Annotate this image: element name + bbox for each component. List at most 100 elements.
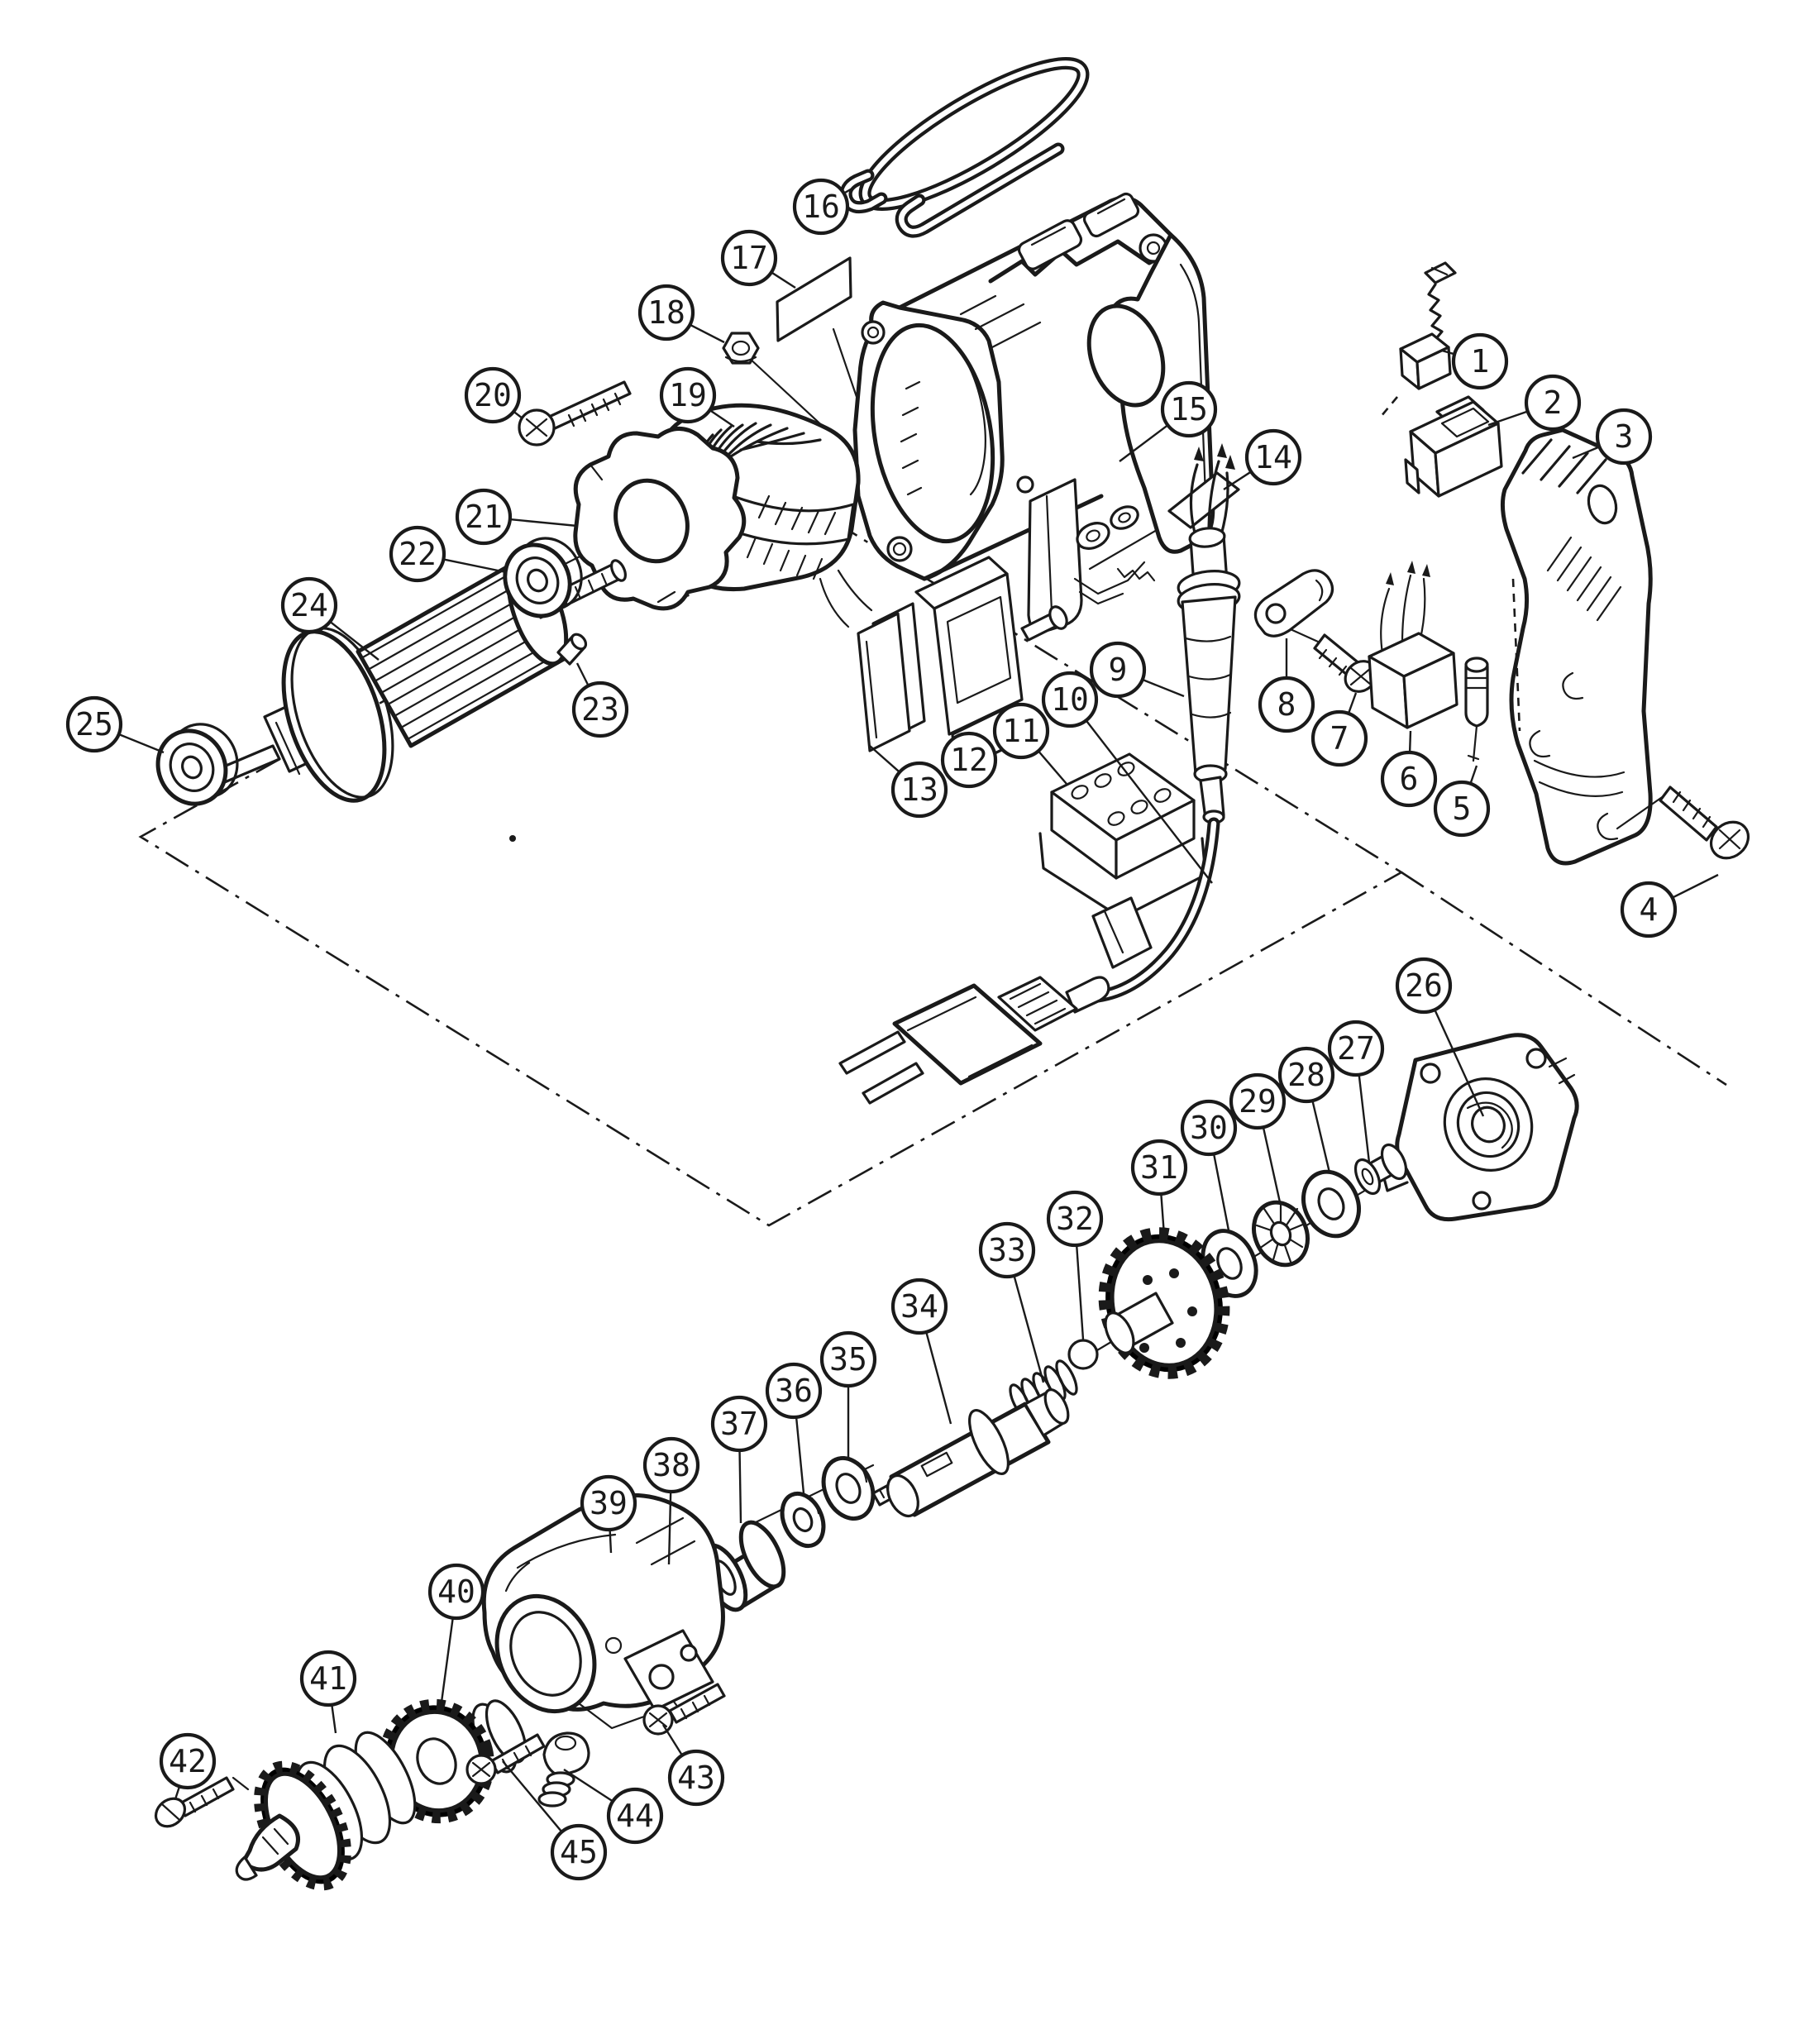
leader-line-45 <box>502 1760 563 1833</box>
callout-balloon-39 <box>580 1474 637 1532</box>
part-spring-washer <box>1252 1200 1310 1268</box>
part-flat-washer-36 <box>780 1491 826 1549</box>
callout-number-40: 40 <box>437 1574 475 1610</box>
callout-21: 21 <box>455 488 578 546</box>
leader-line-39 <box>609 1529 613 1554</box>
callout-number-15: 15 <box>1170 391 1208 427</box>
callout-42: 42 <box>159 1732 217 1800</box>
callout-number-33: 33 <box>988 1232 1026 1268</box>
callout-balloon-25 <box>65 695 123 753</box>
leader-line-20 <box>513 410 523 419</box>
part-spacer-bush <box>700 1520 786 1612</box>
callout-balloon-42 <box>159 1732 217 1790</box>
callout-number-2: 2 <box>1544 384 1563 421</box>
callout-31: 31 <box>1130 1139 1188 1236</box>
part-noise-suppressor <box>1368 561 1458 729</box>
callout-25: 25 <box>65 695 165 754</box>
callout-14: 14 <box>1223 428 1302 491</box>
callout-number-10: 10 <box>1051 681 1089 718</box>
callout-44: 44 <box>563 1768 664 1845</box>
callout-number-5: 5 <box>1453 790 1472 827</box>
leader-line-37 <box>738 1449 742 1524</box>
callout-36: 36 <box>765 1362 823 1494</box>
callout-11: 11 <box>992 702 1067 785</box>
leader-line-2 <box>1487 410 1529 427</box>
callout-number-18: 18 <box>647 294 685 331</box>
callout-balloon-20 <box>464 366 522 424</box>
callout-number-39: 39 <box>590 1485 628 1521</box>
leader-line-4 <box>1672 873 1719 899</box>
callout-balloon-29 <box>1229 1072 1287 1130</box>
callout-balloon-4 <box>1620 881 1678 938</box>
callout-15: 15 <box>1119 380 1218 462</box>
callout-number-1: 1 <box>1471 343 1490 380</box>
part-oil-cap <box>537 1731 590 1808</box>
callout-balloon-21 <box>455 488 513 546</box>
leader-line-27 <box>1358 1074 1371 1163</box>
callout-23: 23 <box>571 662 629 738</box>
leader-line-22 <box>443 558 507 574</box>
leader-line-41 <box>331 1704 337 1734</box>
leader-line-24 <box>329 620 380 661</box>
callout-number-24: 24 <box>290 587 328 623</box>
callout-number-25: 25 <box>75 706 113 743</box>
part-gear-cover <box>1379 1033 1579 1222</box>
leader-line-32 <box>1075 1244 1085 1340</box>
callout-balloon-1 <box>1451 332 1509 390</box>
callout-number-31: 31 <box>1140 1149 1178 1186</box>
callout-30: 30 <box>1180 1099 1238 1231</box>
callout-number-17: 17 <box>730 240 768 276</box>
callout-2: 2 <box>1487 374 1582 432</box>
callout-balloon-13 <box>890 761 948 819</box>
callout-balloon-35 <box>819 1330 877 1388</box>
callout-balloon-6 <box>1380 750 1438 808</box>
leader-line-7 <box>1347 692 1358 714</box>
callout-19: 19 <box>659 366 735 427</box>
callout-33: 33 <box>978 1221 1045 1383</box>
callout-number-19: 19 <box>669 377 707 413</box>
callout-balloon-16 <box>792 178 850 236</box>
part-flat-washer-35 <box>821 1455 876 1521</box>
part-rear-bearing <box>155 723 239 806</box>
part-cord-clip <box>1253 569 1334 638</box>
callout-28: 28 <box>1277 1046 1335 1173</box>
callout-number-21: 21 <box>465 499 503 535</box>
callout-number-28: 28 <box>1287 1057 1325 1093</box>
part-flat-washer-28 <box>1301 1169 1361 1239</box>
callout-22: 22 <box>389 525 507 583</box>
leader-line-6 <box>1408 730 1412 753</box>
callout-number-8: 8 <box>1277 686 1296 723</box>
part-switch-cover <box>857 602 926 752</box>
callout-27: 27 <box>1327 1020 1385 1163</box>
callout-balloon-15 <box>1160 380 1218 438</box>
leader-line-13 <box>869 745 900 773</box>
callout-20: 20 <box>464 366 523 424</box>
leader-line-10 <box>1085 719 1213 884</box>
callout-balloon-32 <box>1046 1190 1104 1248</box>
callout-balloon-22 <box>389 525 446 583</box>
part-motor-housing <box>852 192 1215 633</box>
callout-3: 3 <box>1572 408 1653 466</box>
callout-12: 12 <box>940 731 998 789</box>
callout-balloon-31 <box>1130 1139 1188 1196</box>
callout-37: 37 <box>710 1395 768 1524</box>
leader-line-19 <box>709 408 735 427</box>
callout-balloon-9 <box>1089 641 1147 699</box>
callout-balloon-2 <box>1524 374 1582 432</box>
callout-balloon-40 <box>427 1563 485 1621</box>
callout-5: 5 <box>1433 765 1491 838</box>
phantom-plane-extension <box>1401 871 1727 1086</box>
callout-balloon-38 <box>642 1436 700 1494</box>
leader-line-40 <box>439 1617 454 1709</box>
callout-6: 6 <box>1380 730 1438 808</box>
callout-balloon-12 <box>940 731 998 789</box>
leader-line-33 <box>1013 1275 1045 1383</box>
callout-balloon-44 <box>606 1787 664 1845</box>
callout-number-12: 12 <box>950 742 988 778</box>
callout-9: 9 <box>1089 641 1185 699</box>
part-lock-nut <box>722 332 760 365</box>
callout-number-20: 20 <box>474 377 512 413</box>
leader-line-9 <box>1142 678 1185 698</box>
callout-40: 40 <box>427 1563 485 1709</box>
